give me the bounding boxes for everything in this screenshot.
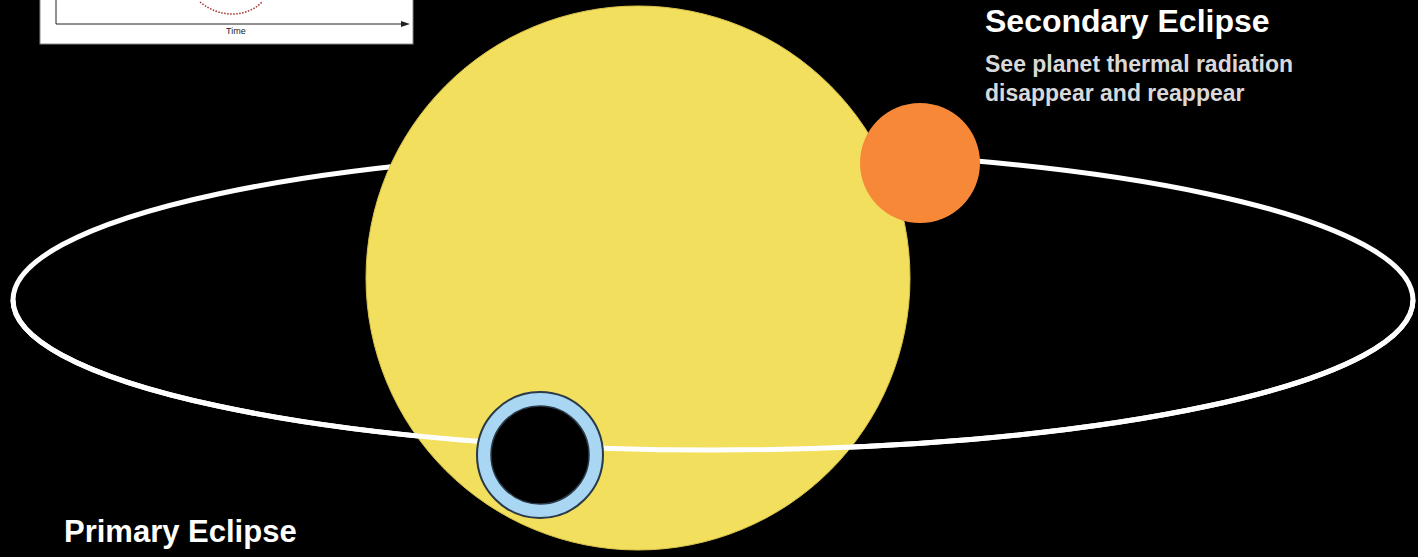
orbit-front xyxy=(13,300,1413,450)
eclipse-note: See planet thermal radiation disappear a… xyxy=(985,50,1405,108)
axis-arrowhead xyxy=(401,21,410,27)
inset-panel xyxy=(40,0,413,44)
planet-primary-disk xyxy=(491,406,589,504)
eclipse-heading: Secondary Eclipse xyxy=(985,4,1270,39)
eclipse-heading: Primary Eclipse xyxy=(64,515,297,549)
axis-label: Time xyxy=(226,27,246,37)
host-star xyxy=(366,6,910,550)
flux-axis xyxy=(56,0,57,24)
planet-primary-atmosphere xyxy=(477,392,603,518)
time-axis xyxy=(56,24,402,25)
planet-secondary xyxy=(860,103,980,223)
light-curve xyxy=(200,2,262,14)
